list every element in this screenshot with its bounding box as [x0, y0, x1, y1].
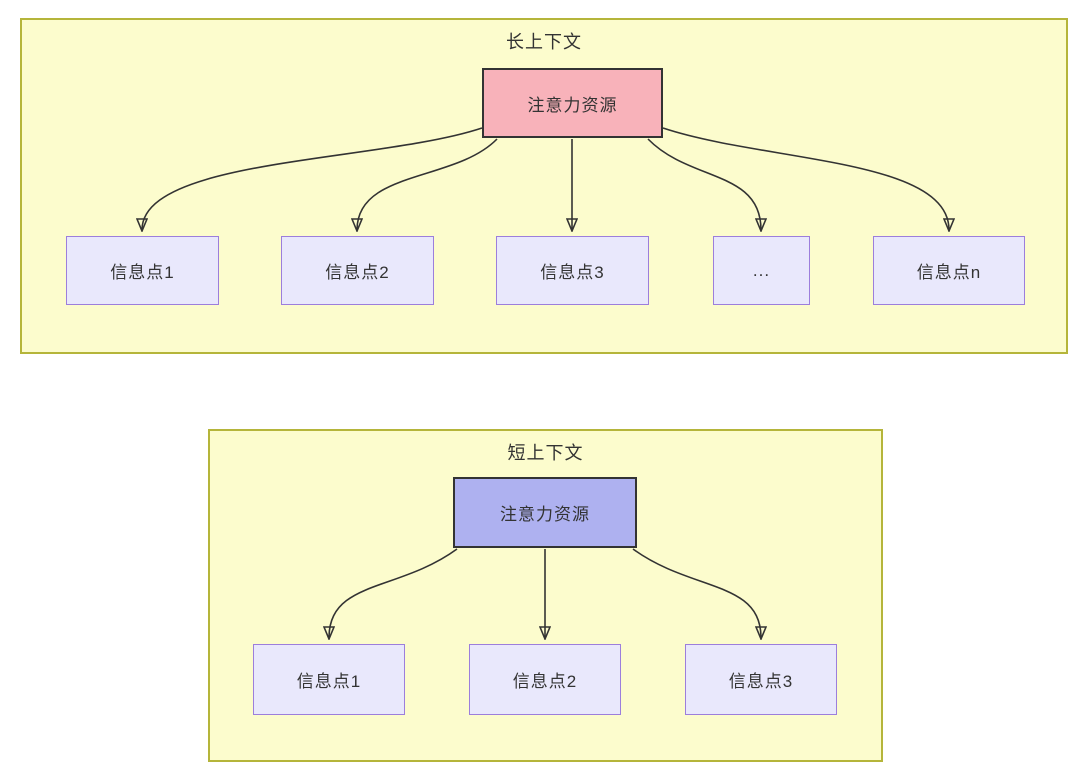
long-info-point-3: 信息点3	[496, 236, 649, 305]
short-info-point-1: 信息点1	[253, 644, 405, 715]
short-attention-resource-box: 注意力资源	[453, 477, 637, 548]
long-info-point-1: 信息点1	[66, 236, 219, 305]
long-context-title: 长上下文	[506, 32, 582, 52]
short-info-point-3: 信息点3	[685, 644, 837, 715]
long-info-point-n: 信息点n	[873, 236, 1025, 305]
long-info-point-2: 信息点2	[281, 236, 434, 305]
short-info-point-2: 信息点2	[469, 644, 621, 715]
short-context-title: 短上下文	[507, 443, 584, 463]
long-attention-resource-box: 注意力资源	[482, 68, 663, 138]
long-info-point-ellipsis: ...	[713, 236, 810, 305]
